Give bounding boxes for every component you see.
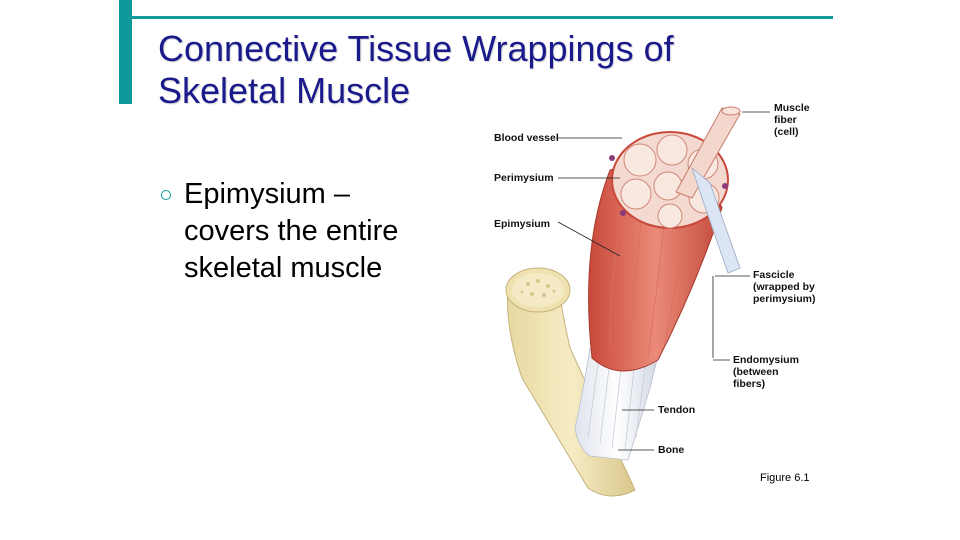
label-perimysium: Perimysium (494, 172, 554, 184)
title-accent-bar (119, 0, 132, 104)
tendon-shape (574, 347, 661, 461)
figure-caption: Figure 6.1 (760, 472, 810, 484)
bullet-text: Epimysium – covers the entire skeletal m… (184, 178, 399, 284)
label-tendon: Tendon (658, 404, 696, 416)
label-epimysium: Epimysium (494, 218, 551, 230)
muscle-illustration (505, 106, 770, 497)
muscle-fiber-shape (675, 106, 741, 274)
title-accent-line (132, 16, 833, 19)
label-blood-vessel: Blood vessel (494, 132, 559, 144)
bullet-circle-icon (161, 190, 171, 200)
muscle-anatomy-figure: Blood vessel Perimysium Epimysium Muscle… (460, 98, 840, 508)
label-endomysium: Endomysium (between fibers) (733, 354, 799, 390)
label-bone: Bone (658, 444, 685, 456)
label-muscle-fiber: Muscle fiber (cell) (774, 102, 810, 138)
slide-title: Connective Tissue Wrappings of Skeletal … (158, 28, 674, 111)
bullet-list: Epimysium – covers the entire skeletal m… (160, 176, 420, 287)
bullet-item-epimysium: Epimysium – covers the entire skeletal m… (160, 176, 420, 287)
label-fascicle: Fascicle (wrapped by perimysium) (753, 269, 816, 305)
leader-lines (557, 111, 770, 451)
